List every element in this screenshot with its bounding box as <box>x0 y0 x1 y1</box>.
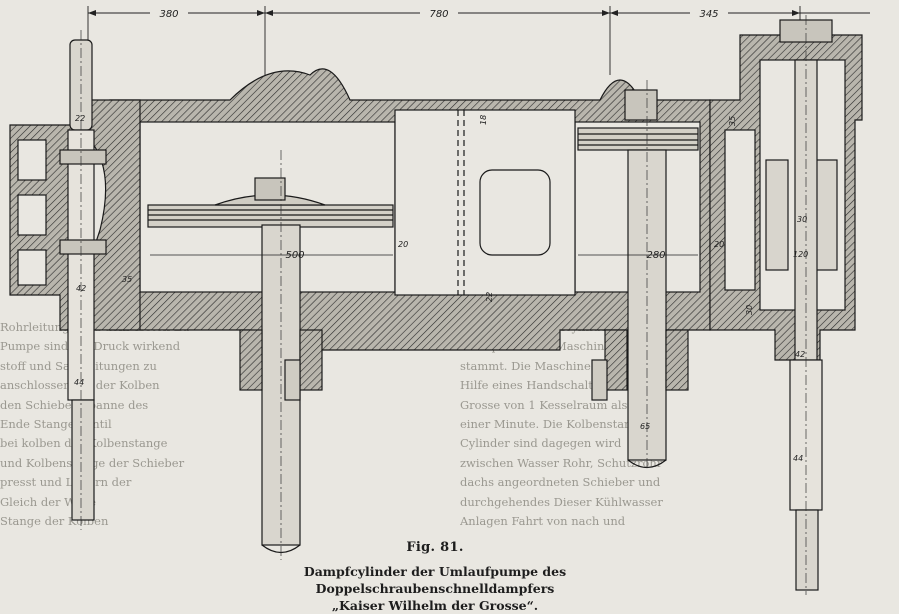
dimension-35-right: 35 <box>728 116 737 126</box>
dimension-380: 380 <box>159 9 178 20</box>
dimension-65: 65 <box>640 422 650 431</box>
bg-line: presst und Leitern der <box>0 475 132 490</box>
left-piston <box>147 177 394 228</box>
dimension-20-left: 20 <box>398 240 408 249</box>
figure-number: Fig. 81. <box>406 540 464 555</box>
engineering-drawing: 380 780 345 <box>9 6 870 595</box>
dimension-280: 280 <box>646 250 665 261</box>
dimension-500: 500 <box>285 250 304 261</box>
dimension-42-left: 42 <box>76 284 86 293</box>
dimension-780: 780 <box>429 9 448 20</box>
top-dimension-arrows <box>88 10 800 16</box>
right-valve-chest <box>709 34 863 361</box>
dimension-345: 345 <box>699 9 718 20</box>
caption-line-1: Dampfcylinder der Umlaufpumpe des Doppel… <box>303 564 567 596</box>
bg-line: zwischen Wasser Rohr, Schutzrohr <box>460 455 663 470</box>
dimension-30-spindle: 30 <box>797 215 807 224</box>
bg-line: Grosse von 1 Kesselraum als <box>460 397 628 412</box>
figure-page: Rohrleitungen zu dem ersten Zu Pumpe sin… <box>0 6 870 613</box>
dimension-30-flange: 30 <box>745 305 754 315</box>
dimension-120: 120 <box>793 250 808 259</box>
bg-line: Hilfe eines Handschalters an <box>460 378 630 393</box>
dimension-44-right: 44 <box>793 454 803 463</box>
caption-line-2: „Kaiser Wilhelm der Grosse“. <box>331 598 539 613</box>
dim-label-bg <box>690 6 728 20</box>
bg-line: dachs angeordneten Schieber und <box>460 475 661 490</box>
dimension-18: 18 <box>479 115 488 125</box>
bg-line: durchgehendes Dieser Kühlwasser <box>460 494 663 509</box>
bg-line: einer Minute. Die Kolbenstangen <box>460 417 654 432</box>
dim-label-bg <box>150 6 188 20</box>
stuffing-boxes <box>239 329 689 401</box>
dimension-42-right: 42 <box>795 350 805 359</box>
center-lines <box>80 15 807 595</box>
dim-label-bg <box>420 6 458 20</box>
dimension-22-left: 22 <box>75 114 85 123</box>
dimension-20-right: 20 <box>714 240 724 249</box>
bg-line: Anlagen Fahrt von nach und <box>460 514 626 529</box>
right-piston <box>577 89 699 151</box>
background-text-middle: Die beiden Dampfcylinder sind (Fig. sind… <box>460 318 735 531</box>
cylinder-casing <box>109 68 711 351</box>
bg-line: Cylinder sind dagegen wird <box>460 436 622 451</box>
dimension-22-center: 22 <box>485 292 494 302</box>
dimension-35-left: 35 <box>122 275 132 284</box>
dimension-44-left: 44 <box>74 378 84 387</box>
figure-caption: Fig. 81. Dampfcylinder der Umlaufpumpe d… <box>200 540 670 614</box>
